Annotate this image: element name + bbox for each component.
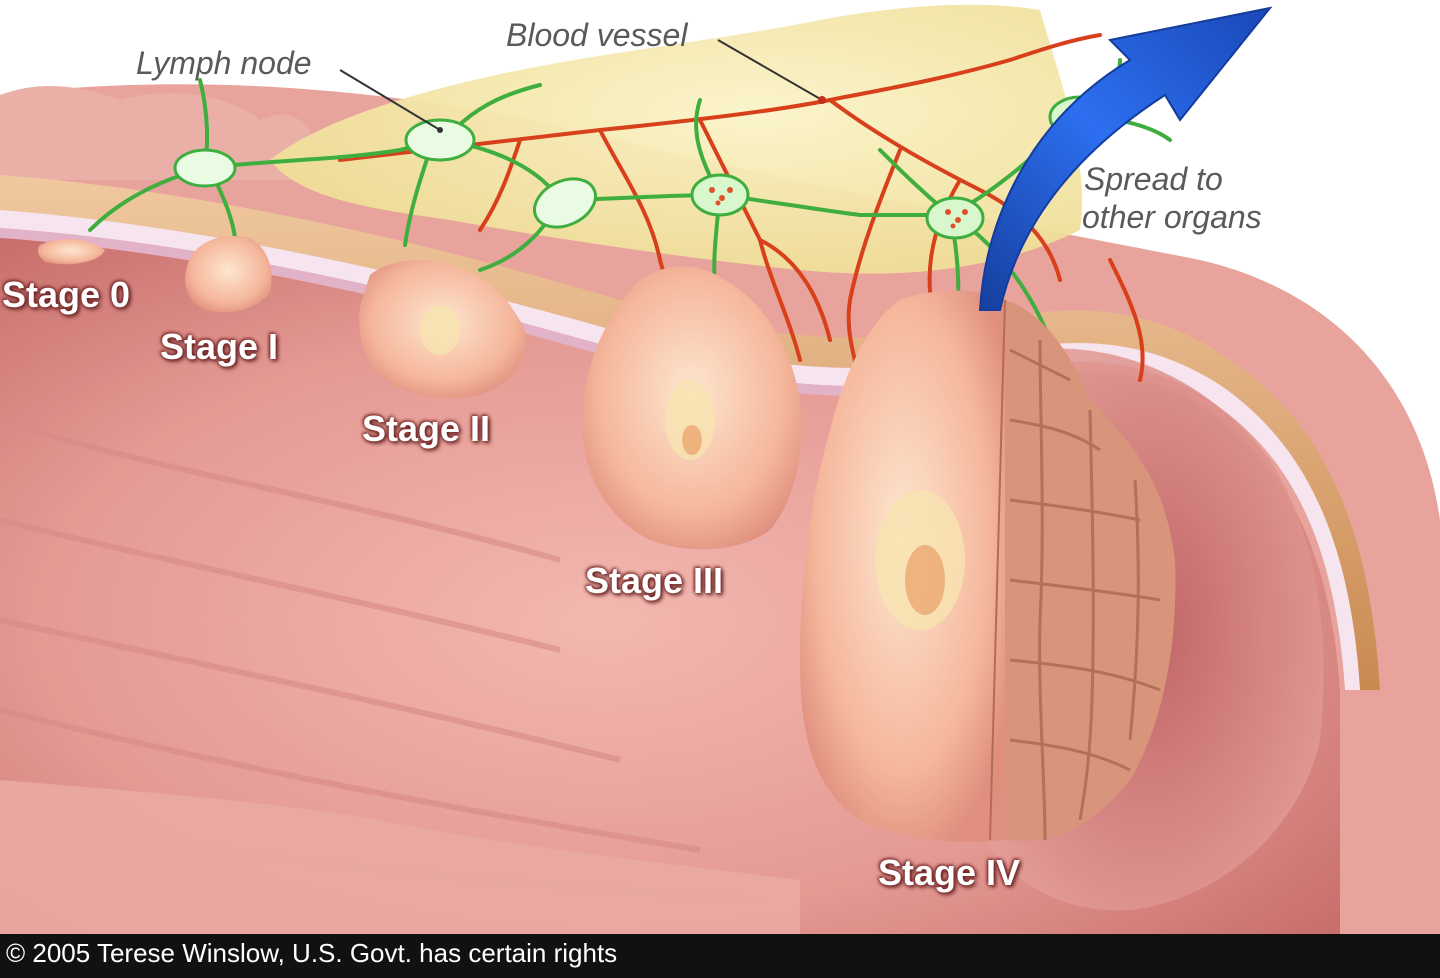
lymph-node-callout: Lymph node [136, 45, 312, 81]
copyright-bar: © 2005 Terese Winslow, U.S. Govt. has ce… [0, 934, 1440, 978]
lymph-node-2 [404, 118, 476, 162]
label-stage-2: Stage II [362, 408, 491, 449]
colon-anatomy-drawing [0, 4, 1440, 934]
tumor-stage-1 [185, 236, 272, 313]
colon-bottom-rim [0, 780, 800, 934]
label-stage-0: Stage 0 [2, 274, 131, 315]
lymph-node-1 [173, 148, 237, 188]
tumor-stage-0 [37, 238, 105, 265]
tumor-cross-section-lobules [1009, 339, 1161, 841]
label-stage-4: Stage IV [878, 852, 1021, 893]
label-stage-3: Stage III [585, 560, 724, 601]
tumor-core [682, 425, 945, 615]
spread-callout-line2: other organs [1082, 199, 1262, 235]
spread-callout-line1: Spread to [1084, 161, 1223, 197]
lymph-node-4 [690, 173, 750, 217]
spread-arrow [978, 6, 1273, 311]
lymph-node-5 [925, 196, 985, 240]
copyright-text: © 2005 Terese Winslow, U.S. Govt. has ce… [6, 938, 618, 968]
colon-haustra [0, 85, 310, 180]
lymph-node-3 [533, 177, 597, 229]
callout-leader-lines [339, 39, 823, 131]
label-stage-1: Stage I [160, 326, 279, 367]
blood-vessel-callout: Blood vessel [506, 17, 688, 53]
